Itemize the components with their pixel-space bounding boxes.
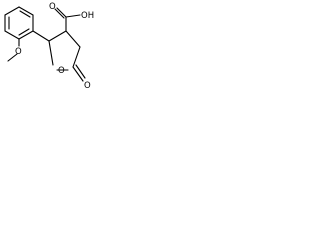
methoxy-oxygen-label: O: [15, 47, 22, 57]
carboxylic-acid: [54, 7, 81, 32]
methoxy-group: [7, 38, 20, 62]
benzene-ring: [4, 6, 34, 40]
ring-oxygen-label: O: [58, 66, 65, 76]
carbonyl-oxygen-label: O: [84, 81, 91, 91]
aryl-lactone-bond: [32, 30, 50, 42]
carboxyl-oxygen-label: O: [49, 2, 56, 12]
chemical-structure: O OH O O O: [4, 2, 94, 91]
lactone-ring: [48, 30, 81, 71]
lactone-carbonyl: [72, 64, 86, 82]
carboxyl-hydroxyl-label: OH: [81, 11, 94, 21]
